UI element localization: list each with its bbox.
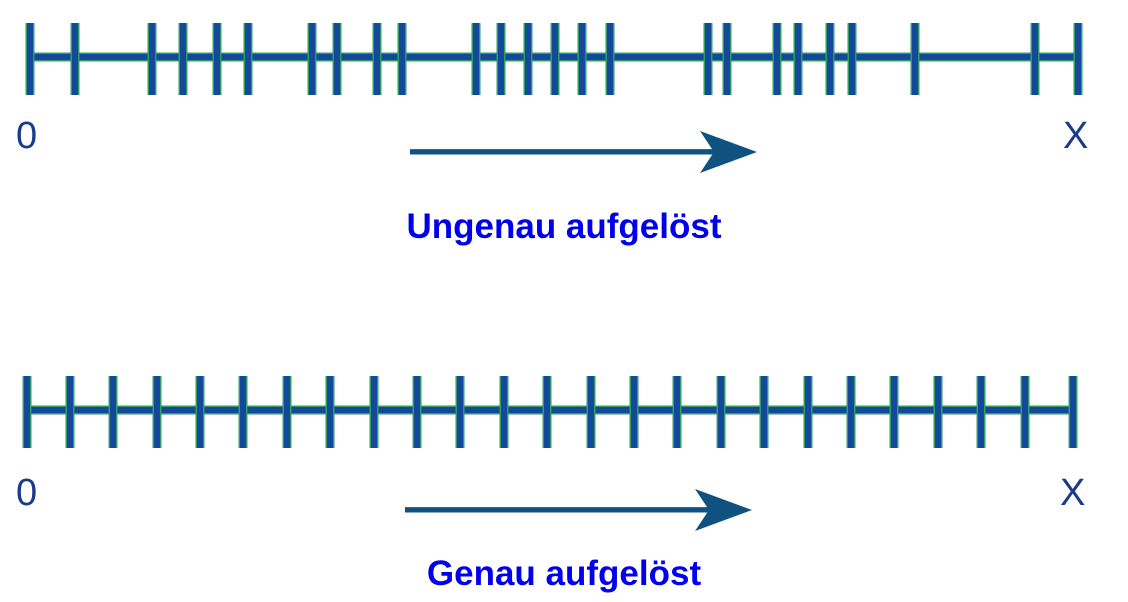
axis-end-label-bottom: X: [1060, 472, 1086, 514]
arrow-head: [700, 131, 757, 173]
ruler-genau: [0, 355, 1128, 465]
ruler-genau-svg: [22, 376, 1078, 448]
axis-start-label-bottom: 0: [16, 472, 38, 514]
direction-arrow-bottom-svg: [405, 489, 752, 531]
ruler-ungenau-ticks: [25, 23, 1083, 95]
direction-arrow-top: [0, 125, 1128, 186]
arrow-head: [695, 489, 752, 531]
ruler-ungenau: [0, 0, 1128, 110]
direction-arrow-bottom: [0, 483, 1128, 544]
ruler-genau-ticks: [22, 376, 1078, 448]
axis-end-label-top: X: [1063, 115, 1089, 157]
direction-arrow-top-svg: [410, 131, 757, 173]
ruler-ungenau-svg: [25, 23, 1083, 95]
caption-genau: Genau aufgelöst: [426, 554, 702, 593]
caption-ungenau: Ungenau aufgelöst: [406, 207, 722, 246]
axis-start-label-top: 0: [16, 115, 38, 157]
